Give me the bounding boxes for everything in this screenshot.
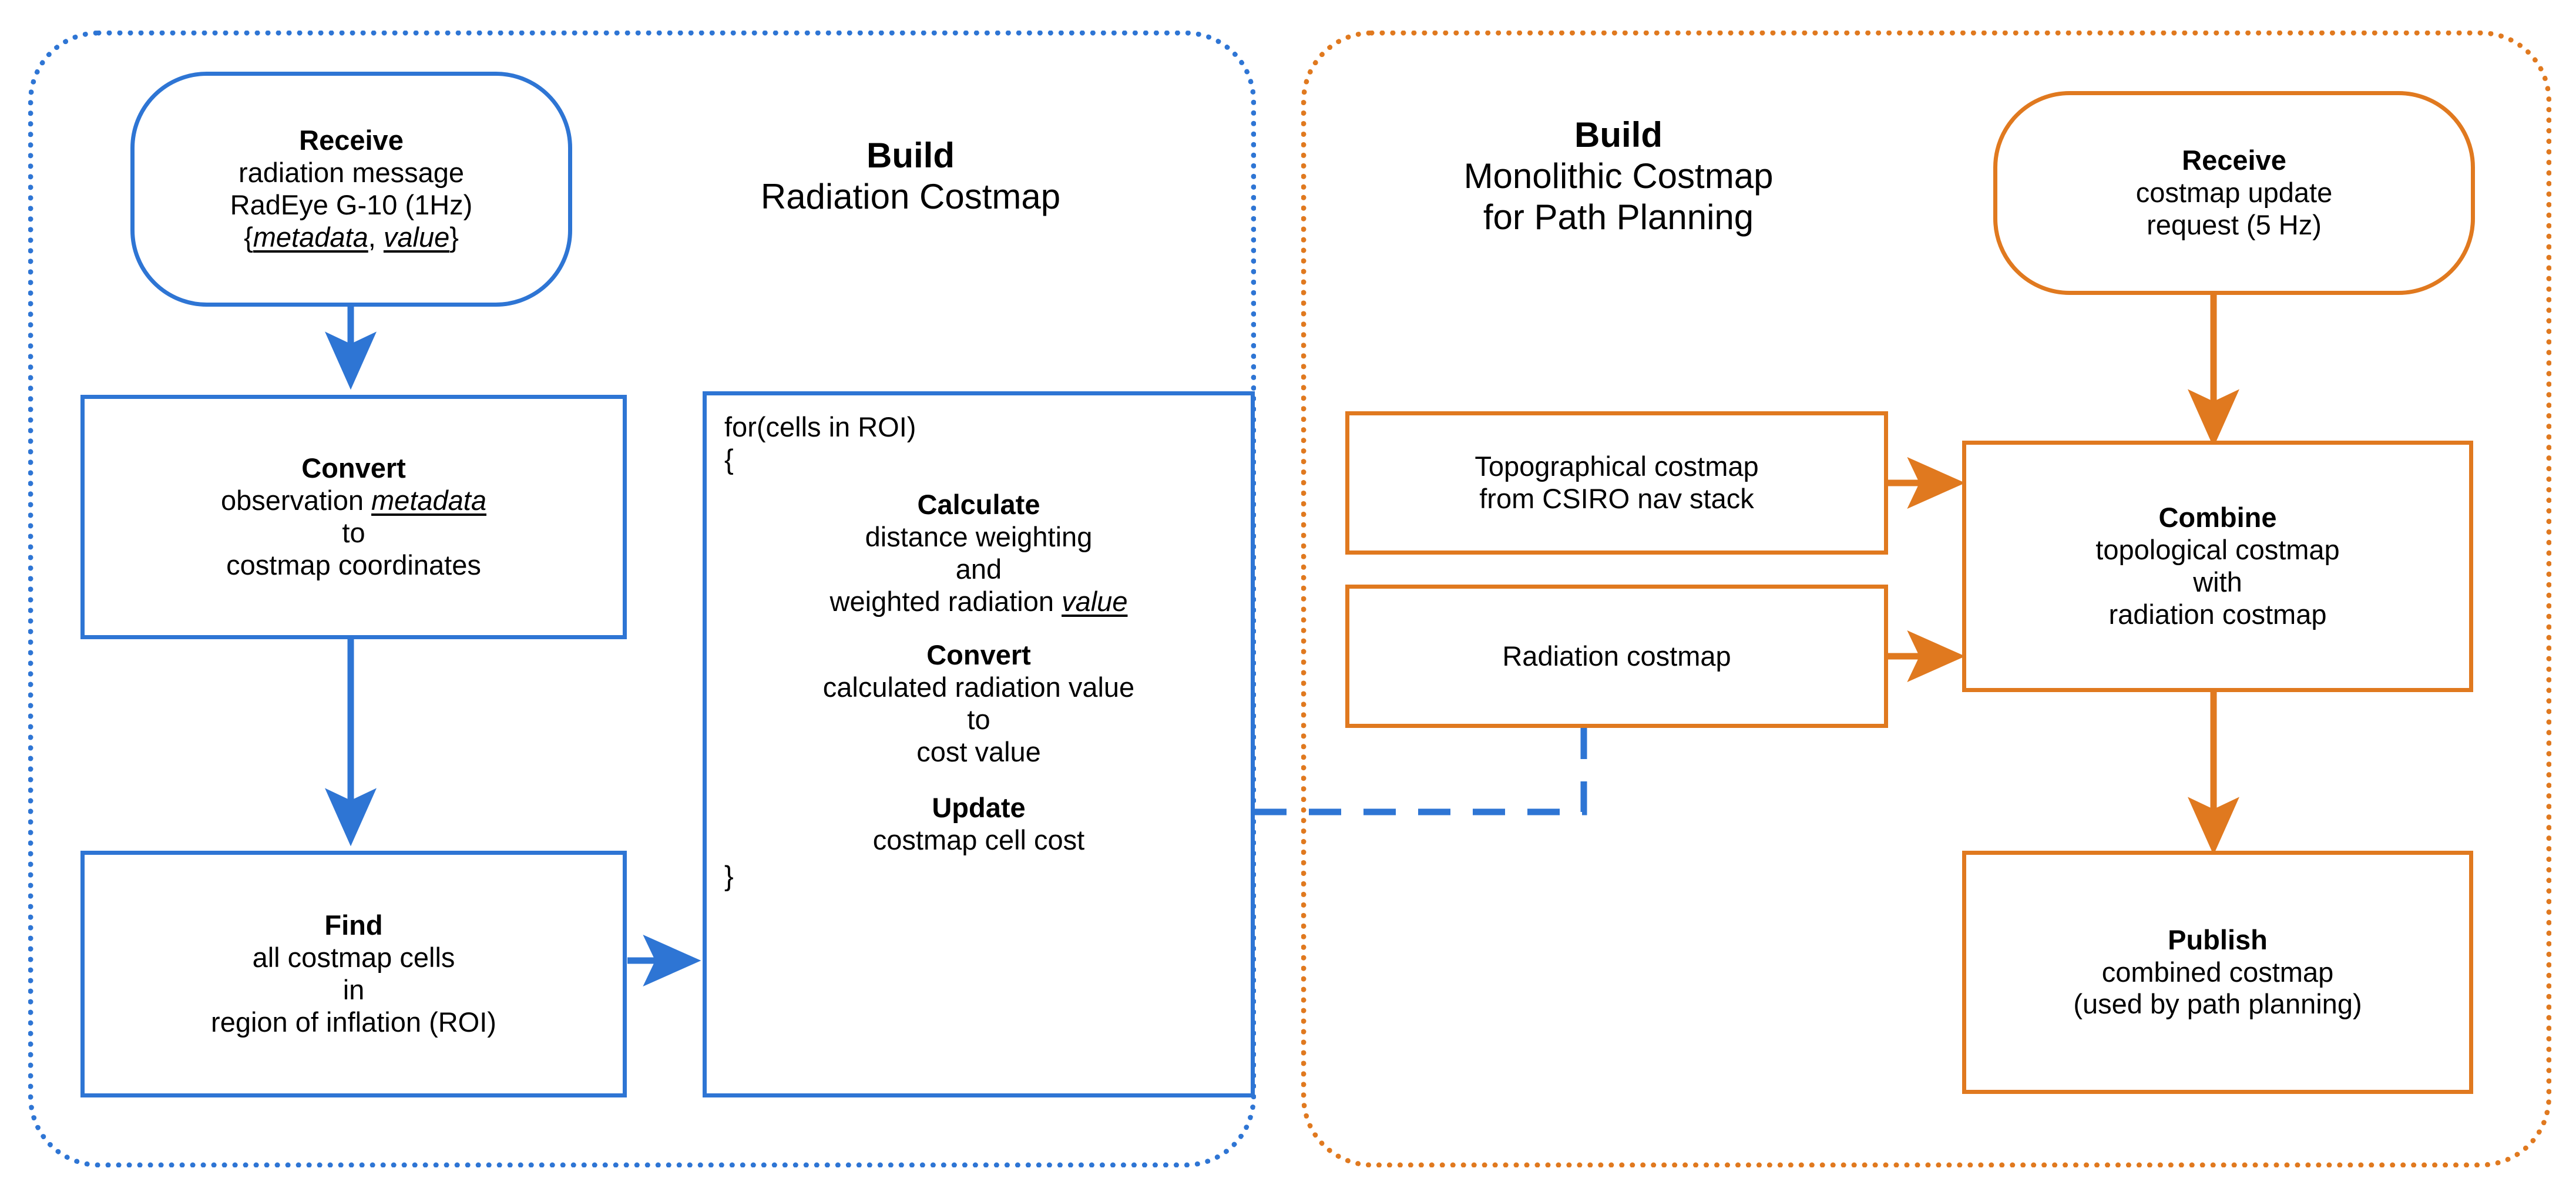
node-find-costmap-cells[interactable]: Find all costmap cells in region of infl… — [80, 851, 627, 1097]
radiation-costmap-line1: Radiation costmap — [1502, 640, 1731, 672]
right-title-line1: Build — [1574, 115, 1663, 155]
node-topographical-costmap[interactable]: Topographical costmap from CSIRO nav sta… — [1345, 411, 1888, 555]
receive-value-term: value — [383, 221, 450, 253]
loop-open-brace: { — [724, 444, 734, 475]
loop-convert-line3: to — [967, 704, 990, 735]
calculate-line4-pre: weighted radiation — [829, 586, 1062, 617]
find-line4: region of inflation (ROI) — [211, 1006, 496, 1038]
right-title-line2: Monolithic Costmap — [1463, 156, 1774, 196]
node-receive-radiation-message[interactable]: Receive radiation message RadEye G-10 (1… — [130, 72, 572, 307]
convert-line2: observation metadata — [93, 485, 614, 517]
publish-line2: combined costmap — [2101, 956, 2334, 988]
topographical-line1: Topographical costmap — [1475, 451, 1759, 482]
left-title-line2: Radiation Costmap — [760, 177, 1061, 217]
calculate-line2: distance weighting — [865, 521, 1093, 552]
update-title: Update — [932, 792, 1026, 823]
convert-title: Convert — [301, 452, 406, 484]
loop-close-brace: } — [724, 860, 734, 891]
loop-convert-title: Convert — [926, 639, 1031, 670]
monolithic-costmap-panel — [1301, 31, 2551, 1167]
right-title-line3: for Path Planning — [1483, 197, 1754, 237]
combine-line2: topological costmap — [2095, 534, 2340, 566]
convert-metadata-term: metadata — [371, 485, 486, 516]
brace-close: } — [449, 221, 459, 253]
node-publish-combined-costmap[interactable]: Publish combined costmap (used by path p… — [1962, 851, 2473, 1094]
update-line2: costmap cell cost — [872, 824, 1085, 855]
convert-line2-pre: observation — [220, 485, 372, 516]
publish-line3: (used by path planning) — [2073, 988, 2362, 1020]
combine-line3: with — [2193, 566, 2242, 598]
topographical-line2: from CSIRO nav stack — [1479, 483, 1754, 514]
loop-convert-line4: cost value — [916, 736, 1041, 767]
find-title: Find — [324, 909, 383, 941]
calculate-title: Calculate — [917, 489, 1040, 520]
combine-title: Combine — [2158, 502, 2277, 533]
receive-request-line2: costmap update — [2135, 177, 2333, 208]
loop-step-convert: Convert calculated radiation value to co… — [707, 639, 1251, 768]
node-convert-metadata[interactable]: Convert observation metadata to costmap … — [80, 395, 627, 639]
receive-line4: {metadata, value} — [143, 221, 560, 254]
node-receive-costmap-update-request[interactable]: Receive costmap update request (5 Hz) — [1993, 91, 2475, 295]
brace-open: { — [244, 221, 253, 253]
calculate-line3: and — [955, 553, 1002, 585]
left-title-line1: Build — [866, 136, 955, 175]
receive-request-title: Receive — [2182, 145, 2286, 176]
loop-for-line: for(cells in ROI) — [724, 411, 916, 442]
left-panel-title: Build Radiation Costmap — [705, 135, 1116, 217]
receive-separator: , — [368, 221, 384, 253]
publish-title: Publish — [2168, 924, 2268, 955]
receive-metadata-term: metadata — [253, 221, 368, 253]
loop-step-update: Update costmap cell cost — [707, 791, 1251, 856]
receive-request-line3: request (5 Hz) — [2147, 209, 2322, 240]
convert-line3: to — [342, 517, 365, 548]
node-combine-costmaps[interactable]: Combine topological costmap with radiati… — [1962, 441, 2473, 692]
loop-step-calculate: Calculate distance weighting and weighte… — [707, 488, 1251, 617]
node-radiation-costmap-loop[interactable]: for(cells in ROI) { Calculate distance w… — [703, 391, 1255, 1097]
convert-line4: costmap coordinates — [226, 549, 481, 580]
calculate-line4: weighted radiation value — [707, 585, 1251, 617]
find-line2: all costmap cells — [252, 942, 455, 974]
calculate-value-term: value — [1062, 586, 1128, 617]
find-line3: in — [342, 974, 365, 1005]
receive-title: Receive — [299, 125, 404, 156]
combine-line4: radiation costmap — [2108, 598, 2327, 630]
receive-line2: radiation message — [238, 157, 465, 189]
loop-convert-line2: calculated radiation value — [822, 672, 1135, 703]
receive-line3: RadEye G-10 (1Hz) — [230, 189, 473, 220]
node-radiation-costmap[interactable]: Radiation costmap — [1345, 585, 1888, 728]
right-panel-title: Build Monolithic Costmap for Path Planni… — [1357, 115, 1880, 239]
